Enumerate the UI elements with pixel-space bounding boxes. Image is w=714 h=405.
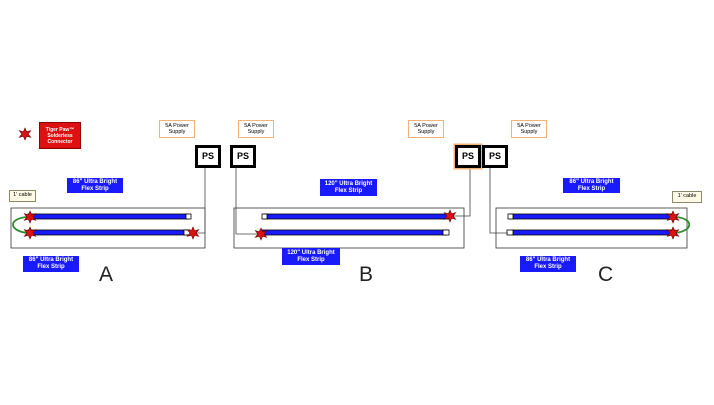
strip-label-b-top: 120" Ultra Bright Flex Strip [320,179,377,196]
connector-legend-icon [18,127,32,141]
diagram-b [233,164,471,249]
cable-c [674,216,691,234]
strip-label-c-bottom: 86" Ultra Bright Flex Strip [520,256,576,272]
strip-c-top-end [507,213,514,220]
power-supply-label-c: 5A Power Supply [511,120,547,138]
power-supply-label-a: 5A Power Supply [159,120,195,138]
power-supply-label-b-right: 5A Power Supply [408,120,444,138]
strip-c-bottom [511,229,676,236]
strip-label-a-bottom: 86" Ultra Bright Flex Strip [23,256,79,272]
strip-a-top-end [185,213,192,220]
strip-b-top [263,213,449,220]
strip-label-c-top: 86" Ultra Bright Flex Strip [563,178,620,193]
strip-b-top-end [261,213,268,220]
strip-b-bottom [259,229,447,236]
wire-a [193,164,212,234]
connector-legend-label: Tiger Paw™ Solderless Connector [39,122,81,149]
diagram-letter-c: C [598,263,614,286]
strip-label-b-bottom: 120" Ultra Bright Flex Strip [282,248,340,265]
strip-b-bottom-end [442,229,450,236]
ps-box-b-right: PS [455,145,481,168]
ps-box-c: PS [482,145,508,168]
wire-b-left [235,164,260,235]
strip-a-bottom [27,229,191,236]
ps-box-a: PS [195,145,221,168]
strip-label-a-top: 86" Ultra Bright Flex Strip [67,178,123,193]
frame-b [233,207,465,249]
diagram-letter-b: B [359,263,374,286]
power-supply-label-b-left: 5A Power Supply [238,120,274,138]
cable-label-a: 1' cable [9,190,36,202]
diagram-c [489,165,691,249]
wire-c [489,165,508,234]
strip-c-bottom-end [506,229,514,236]
strip-a-top [27,213,189,220]
diagram-letter-a: A [99,263,114,286]
cable-a [12,216,29,234]
cable-label-c: 1' cable [672,191,702,203]
strip-c-top [509,213,674,220]
ps-box-b-left: PS [230,145,256,168]
